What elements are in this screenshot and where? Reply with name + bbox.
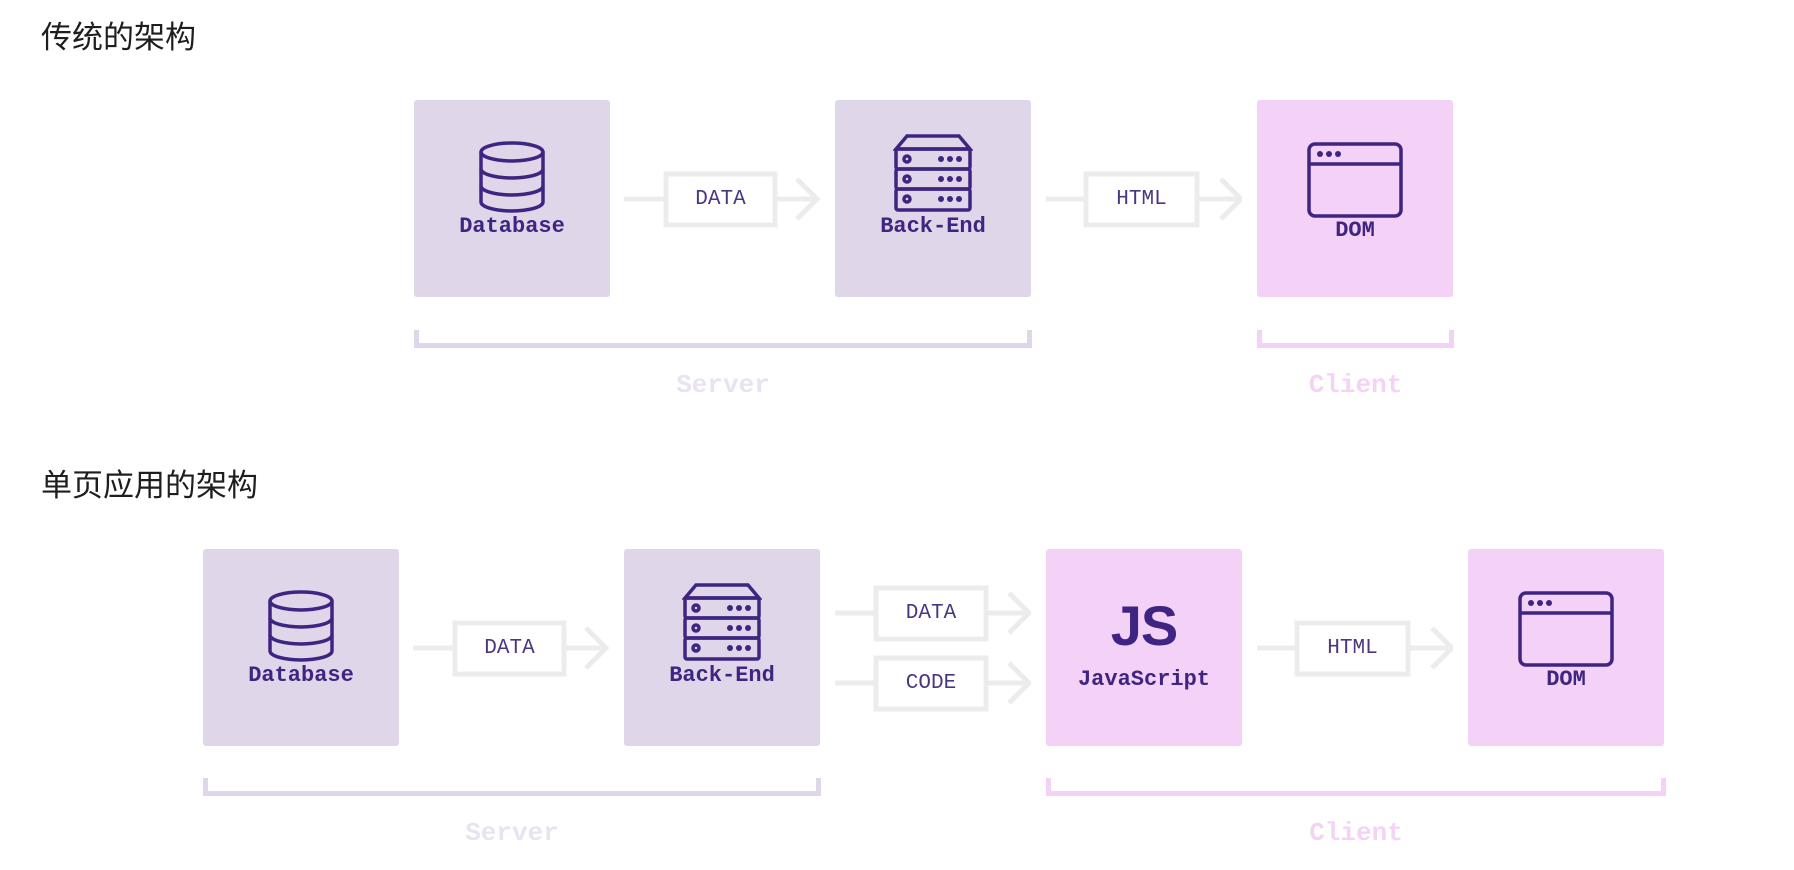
arrow-data-label: DATA: [905, 601, 957, 625]
arrow-html: HTML: [1046, 170, 1242, 230]
arrow-right-icon: [835, 585, 1031, 642]
dom-node: DOM: [1257, 100, 1453, 297]
client-bracket: [1257, 330, 1454, 348]
arrow-right-icon: [1257, 620, 1453, 677]
dom-label: DOM: [1335, 218, 1375, 243]
arrow-data-label: DATA: [695, 187, 746, 211]
section-heading-spa: 单页应用的架构: [41, 468, 258, 504]
arrow-right-icon: [835, 655, 1031, 712]
backend-node: Back-End: [835, 100, 1031, 297]
dom-label: DOM: [1546, 667, 1586, 692]
client-group-label: Client: [1309, 818, 1403, 848]
server-rack-icon: [835, 134, 1031, 214]
database-icon: [414, 140, 610, 216]
client-bracket: [1046, 778, 1666, 796]
server-group-label: Server: [676, 370, 770, 400]
arrow-right-icon: [413, 620, 609, 677]
arrow-right-icon: [624, 171, 820, 228]
server-bracket: [414, 330, 1032, 348]
server-bracket: [203, 778, 821, 796]
database-icon: [203, 589, 399, 665]
server-group-label: Server: [465, 818, 559, 848]
arrow-code-label: CODE: [905, 671, 957, 695]
section-heading-traditional: 传统的架构: [41, 20, 196, 56]
arrow-html-label: HTML: [1116, 187, 1167, 211]
js-logo-icon: JS: [1110, 594, 1179, 657]
backend-label: Back-End: [880, 214, 986, 239]
arrow-data: DATA: [413, 619, 609, 679]
database-node: Database: [203, 549, 399, 746]
arrow-data: DATA: [624, 170, 820, 230]
server-rack-icon: [624, 583, 820, 663]
arrow-data-upper: DATA: [835, 584, 1031, 644]
backend-label: Back-End: [669, 663, 775, 688]
database-label: Database: [248, 663, 354, 688]
arrow-html: HTML: [1257, 619, 1453, 679]
database-label: Database: [459, 214, 565, 239]
javascript-node: JS JavaScript: [1046, 549, 1242, 746]
arrow-right-icon: [1046, 171, 1242, 228]
browser-window-icon: [1468, 591, 1664, 667]
arrow-data-label: DATA: [484, 636, 535, 660]
arrow-code: CODE: [835, 654, 1031, 714]
client-group-label: Client: [1308, 370, 1403, 400]
javascript-label: JavaScript: [1077, 667, 1211, 692]
arrow-html-label: HTML: [1327, 636, 1378, 660]
database-node: Database: [414, 100, 610, 297]
browser-window-icon: [1257, 142, 1453, 218]
backend-node: Back-End: [624, 549, 820, 746]
dom-node: DOM: [1468, 549, 1664, 746]
